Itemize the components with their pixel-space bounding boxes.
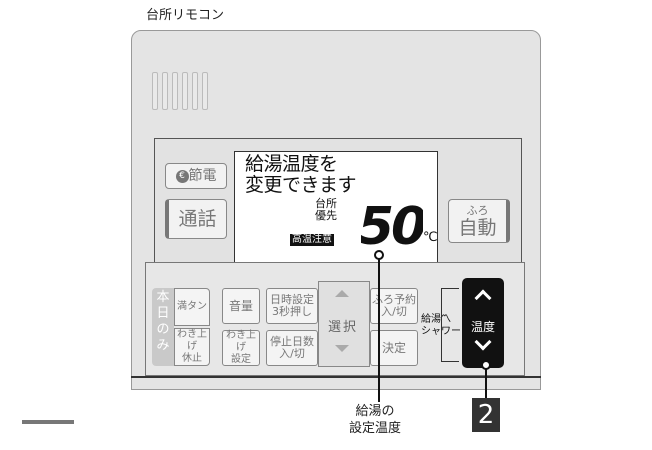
high-temp-warning: 高温注意 <box>290 234 334 246</box>
select-up-icon[interactable] <box>335 290 349 297</box>
speaker-vents <box>152 72 210 112</box>
select-button[interactable] <box>318 281 370 367</box>
eco-button[interactable]: €節電 <box>165 163 227 189</box>
reheat-setting-button[interactable]: わき上げ 設定 <box>222 330 260 366</box>
confirm-button[interactable]: 決定 <box>370 330 418 366</box>
lcd-screen: 給湯温度を 変更できます 台所 優先 高温注意 50 ℃ <box>234 151 438 263</box>
bath-reserve-button[interactable]: ふろ予約 入/切 <box>370 288 418 324</box>
hot-water-shower-label: 給湯〽 シャワー <box>421 314 461 337</box>
full-tank-button[interactable]: 満タン <box>174 288 210 326</box>
eco-icon: € <box>175 169 189 183</box>
select-down-icon[interactable] <box>335 345 349 352</box>
temp-up-icon[interactable] <box>474 289 492 307</box>
bottom-edge <box>131 376 541 378</box>
step-number-badge: 2 <box>472 398 500 432</box>
temperature-button[interactable]: 温度 <box>462 278 504 368</box>
lcd-message: 給湯温度を 変更できます <box>245 153 357 196</box>
volume-button[interactable]: 音量 <box>222 288 260 324</box>
footer-bar <box>22 420 74 424</box>
temperature-readout: 50 <box>361 197 423 248</box>
datetime-button[interactable]: 日時設定 3秒押し <box>266 288 318 324</box>
remote-title: 台所リモコン <box>146 8 225 23</box>
temp-down-icon[interactable] <box>474 333 492 351</box>
shower-icon: 〽 <box>441 314 451 325</box>
kitchen-priority: 台所 優先 <box>315 197 337 222</box>
select-label: 選択 <box>328 320 359 335</box>
today-only-label: 本 日 の み <box>152 288 174 366</box>
shower-bracket <box>441 288 459 362</box>
temperature-unit: ℃ <box>423 230 438 245</box>
talk-button[interactable]: 通話 <box>165 199 227 239</box>
setting-temp-callout: 給湯の 設定温度 <box>349 404 402 436</box>
reheat-rest-button[interactable]: わき上げ 休止 <box>174 328 210 366</box>
stop-days-button[interactable]: 停止日数 入/切 <box>266 330 318 366</box>
temperature-value: 50 <box>361 197 423 248</box>
bath-auto-button[interactable]: ふろ 自動 <box>448 199 510 243</box>
